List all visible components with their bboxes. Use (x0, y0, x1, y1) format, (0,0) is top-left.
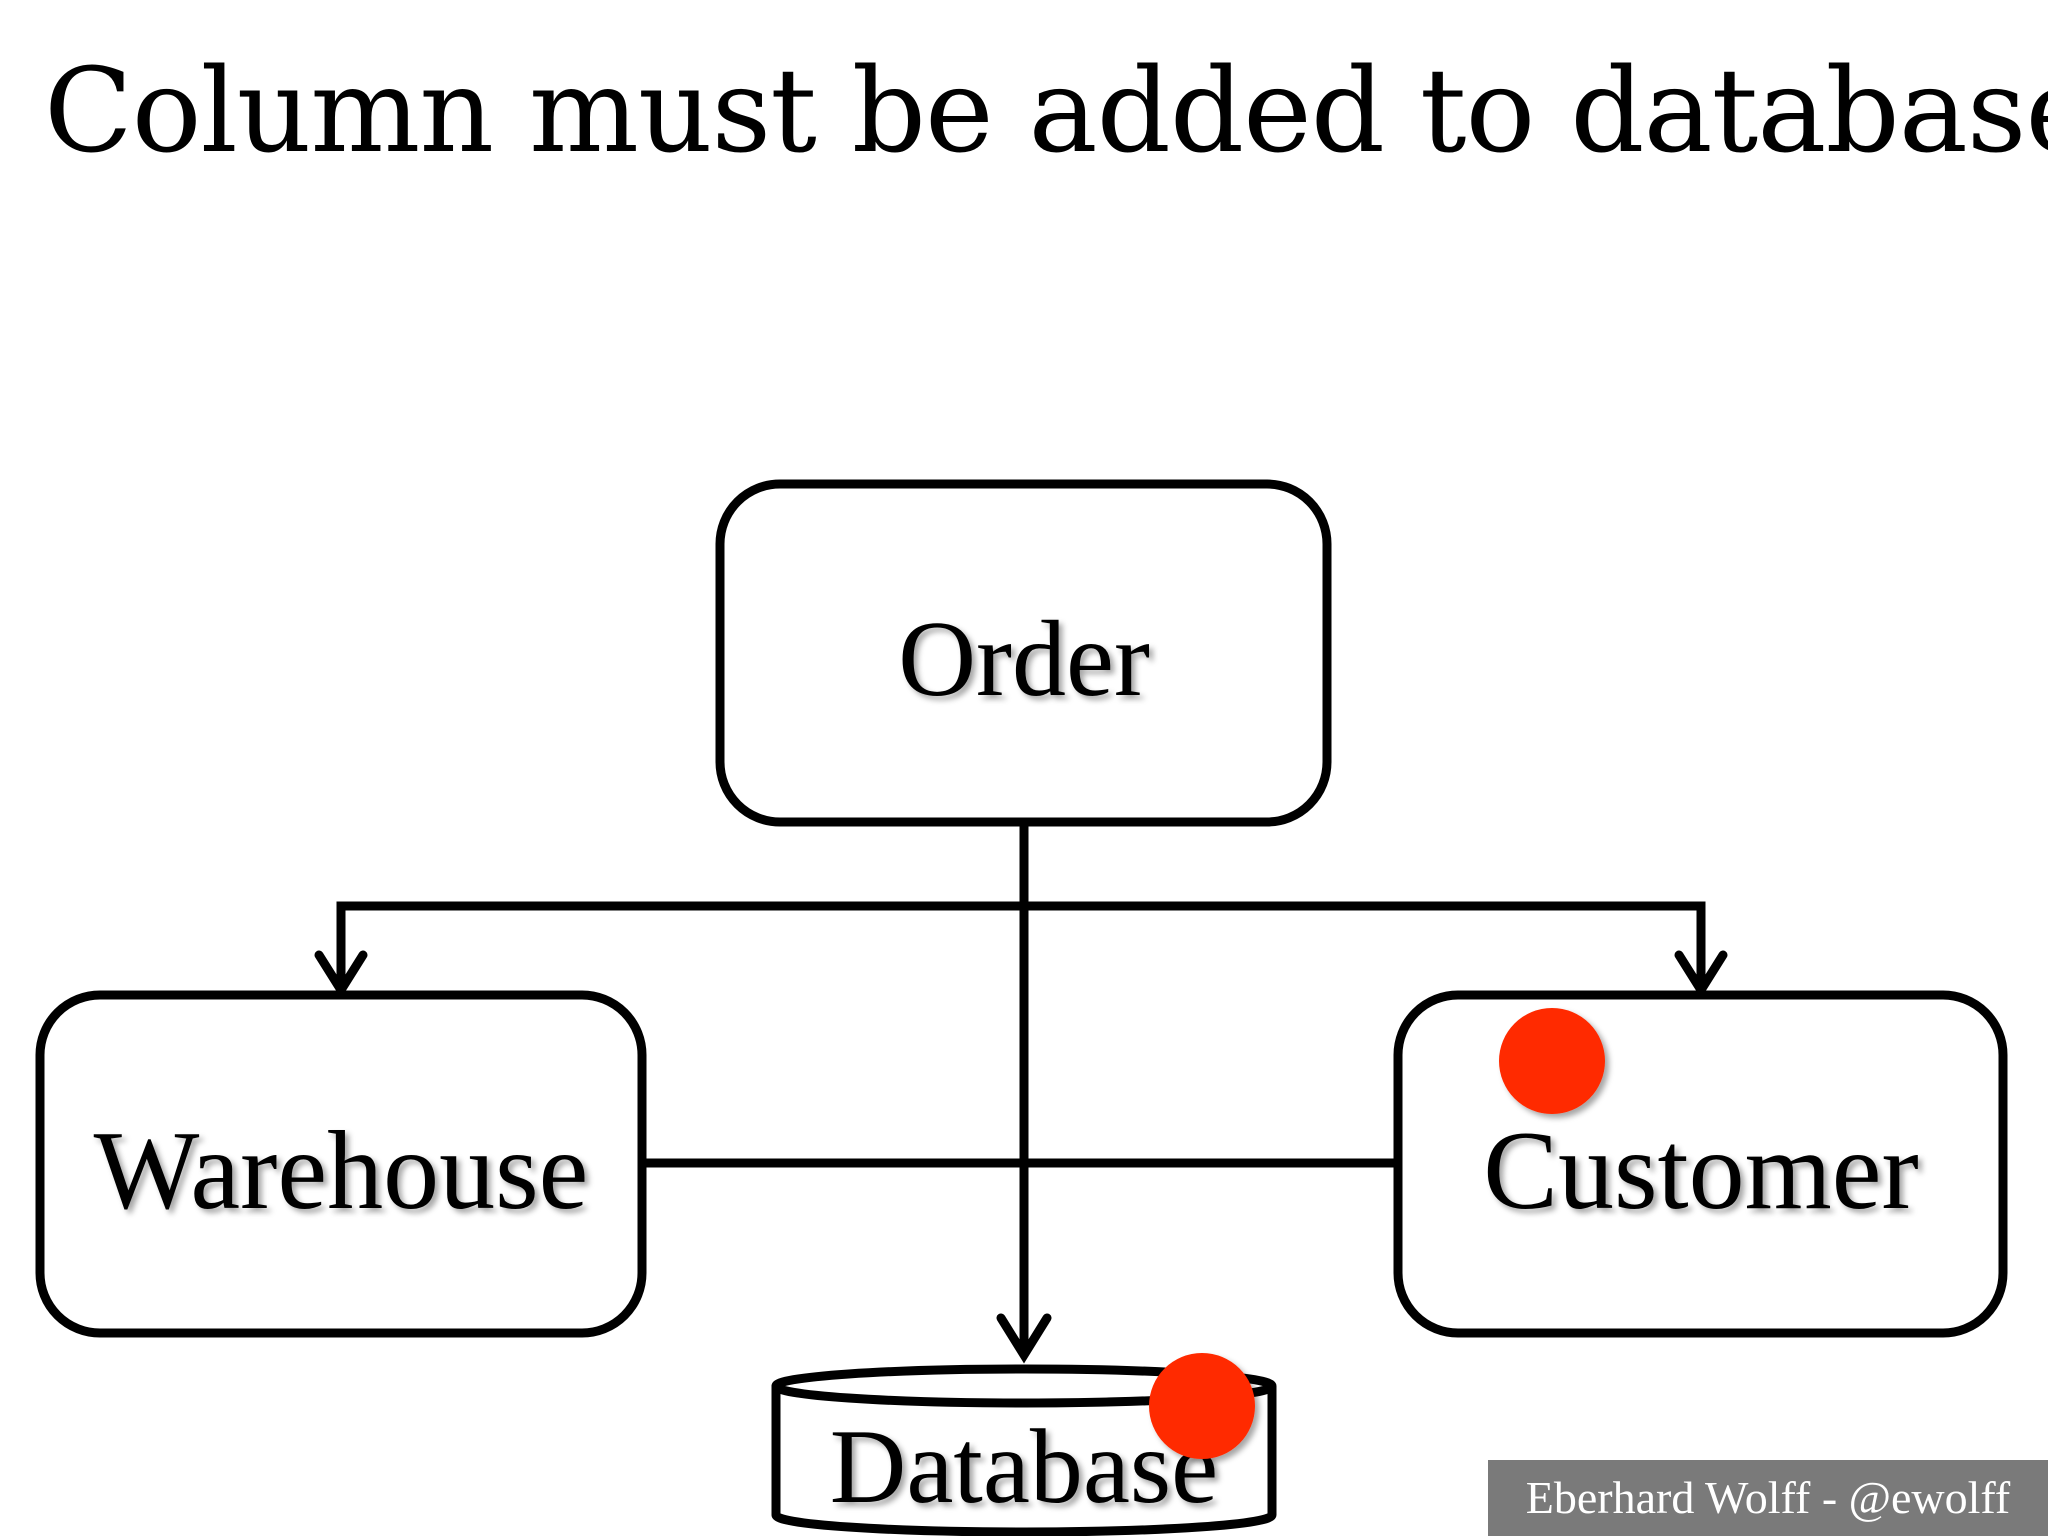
customer-label: Customer (1483, 1109, 1919, 1233)
warehouse-arrowhead (314, 950, 368, 999)
database-change-marker (1149, 1353, 1255, 1459)
customer-change-marker (1499, 1008, 1605, 1114)
database-label: Database (830, 1408, 1218, 1525)
customer-node: Customer (1393, 990, 2008, 1338)
author-footer: Eberhard Wolff - @ewolff (1488, 1460, 2048, 1536)
order-node: Order (715, 479, 1332, 827)
warehouse-node: Warehouse (35, 990, 647, 1338)
order-branch-connector (336, 901, 1706, 990)
warehouse-label: Warehouse (94, 1109, 589, 1233)
order-label: Order (898, 600, 1150, 719)
database-node: Database (771, 1364, 1277, 1536)
customer-arrowhead (1674, 950, 1728, 999)
slide-title: Column must be added to database (44, 44, 2048, 179)
database-arrowhead (996, 1313, 1052, 1364)
